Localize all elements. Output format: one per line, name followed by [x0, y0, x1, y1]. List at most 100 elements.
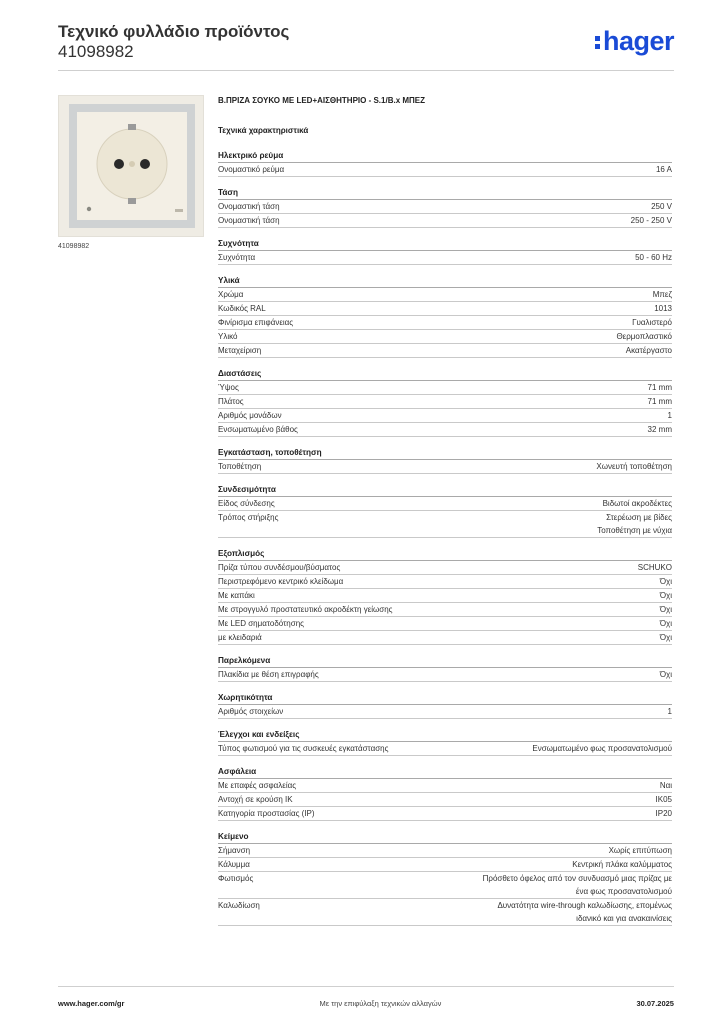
spec-value-line: Όχι [659, 670, 672, 679]
earth-clip-bottom [128, 198, 136, 204]
spec-label: Σήμανση [218, 846, 251, 855]
spec-label: Φωτισμός [218, 874, 254, 883]
spec-value: Ναι [660, 779, 672, 792]
page-header: Τεχνικό φυλλάδιο προϊόντος 41098982 hage… [58, 20, 675, 71]
spec-label: Με στρογγυλό προστατευτικό ακροδέκτη γεί… [218, 605, 393, 614]
spec-row: Με επαφές ασφαλείας Ναι [218, 779, 672, 793]
product-image [58, 95, 204, 237]
section-title: Παρελκόμενα [218, 655, 672, 668]
spec-value-line: Όχι [659, 633, 672, 642]
spec-value: Πρόσθετο όφελος από τον συνδυασμό μιας π… [483, 872, 672, 898]
spec-value-line: 32 mm [647, 425, 672, 434]
spec-label: Συχνότητα [218, 253, 256, 262]
spec-row: Αριθμός μονάδων 1 [218, 409, 672, 423]
spec-row: Κατηγορία προστασίας (IP)IP20 [218, 807, 672, 821]
spec-value-line: 1 [667, 707, 672, 716]
spec-value-line: Μπεζ [652, 290, 672, 299]
section-title: Έλεγχοι και ενδείξεις [218, 729, 672, 742]
spec-label: Πλάτος [218, 397, 244, 406]
spec-row: Τύπος φωτισμού για τις συσκευές εγκατάστ… [218, 742, 672, 756]
spec-value-line: 250 V [651, 202, 672, 211]
spec-row: Σήμανση Χωρίς επιτύπωση [218, 844, 672, 858]
spec-value: Χωνευτή τοποθέτηση [596, 460, 672, 473]
spec-label: Είδος σύνδεσης [218, 499, 275, 508]
spec-value: 50 - 60 Hz [635, 251, 672, 264]
logo-mark-icon [594, 34, 601, 50]
spec-row: Αριθμός στοιχείων 1 [218, 705, 672, 719]
spec-value: Όχι [660, 589, 672, 602]
image-caption: 41098982 [58, 243, 90, 250]
section-title: Ηλεκτρικό ρεύμα [218, 150, 672, 163]
section-title: Εξοπλισμός [218, 548, 672, 561]
footer-date: 30.07.2025 [636, 999, 674, 1008]
spec-label: Καλωδίωση [218, 901, 260, 910]
section-title: Συνδεσιμότητα [218, 484, 672, 497]
spec-value-line: Βιδωτοί ακροδέκτες [602, 499, 672, 508]
spec-value-line: 1 [667, 411, 672, 420]
spec-value-line: SCHUKO [637, 563, 672, 572]
footer-note: Με την επιφύλαξη τεχνικών αλλαγών [319, 999, 442, 1008]
spec-label: Πρίζα τύπου συνδέσμου/βύσματος [218, 563, 341, 572]
spec-value: 1013 [654, 302, 672, 315]
spec-value-line: ιδανικό και για ανακαινίσεις [576, 914, 672, 923]
spec-value: 1 [668, 705, 672, 718]
technical-heading: Τεχνικά χαρακτηριστικά [218, 126, 309, 135]
section-title: Υλικά [218, 275, 672, 288]
spec-value: 1 [668, 409, 672, 422]
product-number: 41098982 [58, 42, 134, 61]
spec-row: Με στρογγυλό προστατευτικό ακροδέκτη γεί… [218, 603, 672, 617]
spec-label: Αριθμός μονάδων [218, 411, 282, 420]
spec-value: 250 - 250 V [631, 214, 672, 227]
spec-row: Ύψος 71 mm [218, 381, 672, 395]
spec-label: Με καπάκι [218, 591, 255, 600]
section-title: Διαστάσεις [218, 368, 672, 381]
spec-label: Τοποθέτηση [218, 462, 262, 471]
spec-label: Ύψος [218, 383, 239, 392]
spec-value: Ενσωματωμένο φως προσανατολισμού [532, 742, 672, 755]
spec-value-line: Χωρίς επιτύπωση [608, 846, 672, 855]
spec-value-line: 50 - 60 Hz [635, 253, 672, 262]
spec-value-line: Όχι [659, 577, 672, 586]
spec-value: 71 mm [648, 381, 672, 394]
spec-value-line: IK05 [655, 795, 672, 804]
spec-value: IK05 [656, 793, 672, 806]
spec-label: Αριθμός στοιχείων [218, 707, 284, 716]
spec-label: Τύπος φωτισμού για τις συσκευές εγκατάστ… [218, 744, 389, 753]
sensor-slot [175, 209, 183, 212]
spec-value: Ακατέργαστο [626, 344, 672, 357]
spec-value: SCHUKO [638, 561, 672, 574]
spec-label: Κατηγορία προστασίας (IP) [218, 809, 315, 818]
spec-label: Κωδικός RAL [218, 304, 266, 313]
section-title: Κείμενο [218, 831, 672, 844]
spec-row: Είδος σύνδεσης Βιδωτοί ακροδέκτες [218, 497, 672, 511]
spec-value: Θερμοπλαστικό [616, 330, 672, 343]
spec-row: Συχνότητα 50 - 60 Hz [218, 251, 672, 265]
spec-label: Υλικό [218, 332, 238, 341]
spec-value-line: Όχι [659, 591, 672, 600]
footer-url[interactable]: www.hager.com/gr [58, 999, 125, 1008]
spec-value: Όχι [660, 617, 672, 630]
spec-value-line: 250 - 250 V [630, 216, 672, 225]
spec-label: Με επαφές ασφαλείας [218, 781, 297, 790]
spec-value-line: Ενσωματωμένο φως προσανατολισμού [532, 744, 672, 753]
spec-value: Χωρίς επιτύπωση [609, 844, 672, 857]
spec-value-line: 71 mm [647, 397, 672, 406]
center-screw [129, 161, 135, 167]
section-title: Τάση [218, 187, 672, 200]
spec-value-line: 1013 [654, 304, 672, 313]
